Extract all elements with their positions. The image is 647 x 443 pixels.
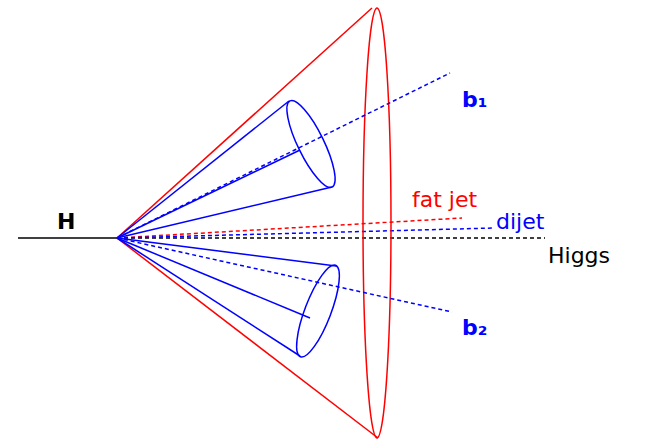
fat-jet-cone-edge bbox=[117, 8, 372, 238]
higgs-line bbox=[18, 237, 117, 239]
b1-axis bbox=[117, 73, 450, 238]
particle-label: H bbox=[57, 210, 75, 234]
b1-cone-edge bbox=[117, 187, 332, 238]
axis-label: dijet bbox=[496, 210, 544, 234]
dijet-axis bbox=[117, 228, 494, 238]
higgs-axis bbox=[117, 237, 545, 239]
b2-axis bbox=[117, 238, 452, 312]
b2-cone-edge bbox=[117, 238, 300, 356]
b1-cone-edge bbox=[117, 150, 300, 238]
b2-cone-edge bbox=[117, 238, 310, 318]
fat-jet-cone-rim bbox=[363, 8, 391, 438]
fat-jet-cone-edge bbox=[117, 238, 378, 438]
jet-label: b₁ bbox=[462, 88, 487, 112]
b2-cone-rim bbox=[288, 261, 347, 362]
fat-jet-axis bbox=[117, 218, 462, 238]
b1-cone-rim bbox=[278, 95, 343, 193]
axis-label: fat jet bbox=[412, 188, 477, 212]
jet-label: b₂ bbox=[462, 316, 487, 340]
axis-label: Higgs bbox=[548, 244, 610, 268]
